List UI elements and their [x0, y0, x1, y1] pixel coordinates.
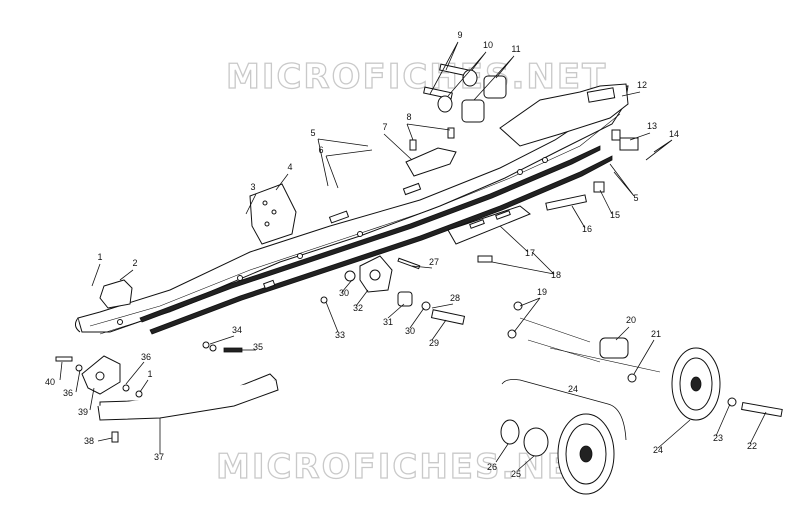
callout-c13: 13	[647, 121, 657, 131]
callout-c25: 25	[511, 469, 521, 479]
callout-c11: 11	[511, 44, 520, 54]
part-19-nuts	[507, 301, 523, 339]
callout-c36b: 36	[63, 388, 73, 398]
callout-c14: 14	[669, 129, 679, 139]
callout-c26: 26	[487, 462, 497, 472]
callout-c36a: 36	[141, 352, 151, 362]
watermark-top: MICROFICHES.NET	[226, 57, 607, 97]
callout-c21: 21	[651, 329, 661, 339]
callout-c10: 10	[483, 40, 493, 50]
callout-c38: 38	[84, 436, 94, 446]
part-18-bolt	[477, 255, 493, 263]
callout-c12: 12	[637, 80, 647, 90]
callout-c24b: 24	[653, 445, 663, 455]
callout-c16: 16	[582, 224, 592, 234]
part-15-nut	[593, 181, 605, 193]
callout-c30a: 30	[339, 288, 349, 298]
callout-c22: 22	[747, 441, 757, 451]
callout-c1a: 1	[97, 252, 102, 262]
parts-38-39-40	[55, 355, 143, 443]
rail-assembly	[74, 83, 629, 335]
callout-c40: 40	[45, 377, 55, 387]
part-17-plate	[447, 205, 531, 245]
callout-c31: 31	[383, 317, 393, 327]
callout-c20: 20	[626, 315, 636, 325]
callout-c32: 32	[353, 303, 363, 313]
part-37-wear-strip	[97, 373, 279, 421]
callout-c7: 7	[382, 122, 387, 132]
parts-9-10-11	[423, 63, 507, 123]
callout-c24a: 24	[568, 384, 578, 394]
callout-c18: 18	[551, 270, 561, 280]
callout-c4: 4	[287, 162, 292, 172]
callout-c8: 8	[406, 112, 411, 122]
callout-c3: 3	[250, 182, 255, 192]
callout-c37: 37	[154, 452, 164, 462]
callout-c29: 29	[429, 338, 439, 348]
callout-c34: 34	[232, 325, 242, 335]
part-24-wheel-right	[671, 347, 783, 421]
callout-c28: 28	[450, 293, 460, 303]
callout-c33: 33	[335, 330, 345, 340]
leader-lines	[59, 41, 767, 471]
callout-c6: 6	[318, 145, 323, 155]
parts-34-35	[202, 341, 243, 353]
callout-c5b: 5	[633, 193, 638, 203]
callout-c30b: 30	[405, 326, 415, 336]
callout-c23: 23	[713, 433, 723, 443]
callout-c5a: 5	[310, 128, 315, 138]
callout-c39: 39	[78, 407, 88, 417]
part-2-block	[99, 279, 133, 309]
callout-c17: 17	[525, 248, 535, 258]
part-16-bolt	[545, 194, 587, 211]
parts-20-21	[519, 317, 661, 383]
parts-27-33	[320, 255, 466, 325]
callout-c9: 9	[457, 30, 462, 40]
part-24-wheel-left	[500, 413, 615, 495]
part-7-bracket	[405, 147, 457, 177]
callout-c15: 15	[610, 210, 620, 220]
part-8-bolts	[409, 127, 455, 151]
part-24-bracket	[501, 379, 627, 441]
part-13-bracket	[611, 129, 639, 151]
callout-c19: 19	[537, 287, 547, 297]
callout-c2: 2	[132, 258, 137, 268]
callout-c35: 35	[253, 342, 263, 352]
callout-c27: 27	[429, 257, 439, 267]
callout-c1b: 1	[147, 369, 152, 379]
